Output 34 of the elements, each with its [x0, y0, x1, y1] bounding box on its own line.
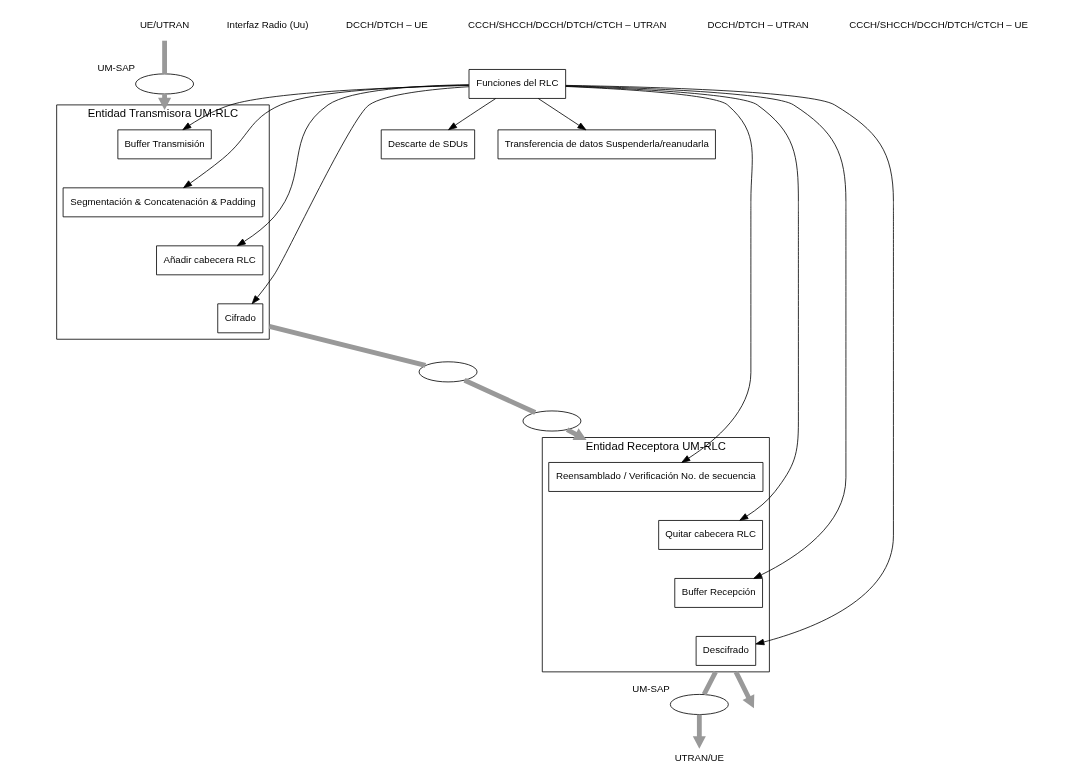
label: CCCH/SHCCH/DCCH/DTCH/CTCH – UTRAN	[468, 19, 667, 31]
node-ellipse	[522, 410, 582, 432]
node-box: Descifrado	[695, 636, 757, 666]
connector	[268, 324, 427, 368]
label: DCCH/DTCH – UE	[346, 19, 428, 31]
arrow	[692, 714, 706, 749]
node-ellipse	[135, 73, 194, 95]
node-box: Añadir cabecera RLC	[156, 245, 264, 276]
arrow	[236, 84, 470, 247]
connector	[463, 378, 537, 415]
node-box: Segmentación & Concatenación & Padding	[62, 187, 264, 218]
arrow	[251, 86, 470, 305]
node-label: UM-SAP	[632, 682, 670, 694]
node-box: Buffer Transmisión	[117, 129, 212, 160]
node-ellipse	[418, 361, 478, 383]
node-box: Buffer Recepción	[674, 578, 763, 608]
label: CCCH/SHCCH/DCCH/DTCH/CTCH – UE	[849, 19, 1028, 31]
arrow	[537, 98, 587, 131]
node-text: UTRAN/UE	[674, 751, 725, 763]
arrow	[448, 98, 497, 131]
node-text: UE/UTRAN	[139, 19, 190, 31]
connector	[701, 670, 718, 696]
node-ellipse	[669, 694, 729, 715]
label: DCCH/DTCH – UTRAN	[707, 19, 809, 31]
node-label: UM-SAP	[97, 62, 136, 74]
connector	[162, 40, 167, 74]
node-box: Quitar cabecera RLC	[658, 520, 763, 550]
node-box: Reensamblado / Verificación No. de secuencia	[548, 462, 764, 492]
node-box: Transferencia de datos Suspenderla/reanudarla	[497, 129, 716, 160]
node-box: Cifrado	[217, 303, 264, 334]
arrow	[183, 84, 470, 189]
node-box: Funciones del RLC	[468, 69, 567, 99]
node-box: Descarte de SDUs	[380, 129, 476, 160]
label: Interfaz Radio (Uu)	[226, 19, 309, 31]
